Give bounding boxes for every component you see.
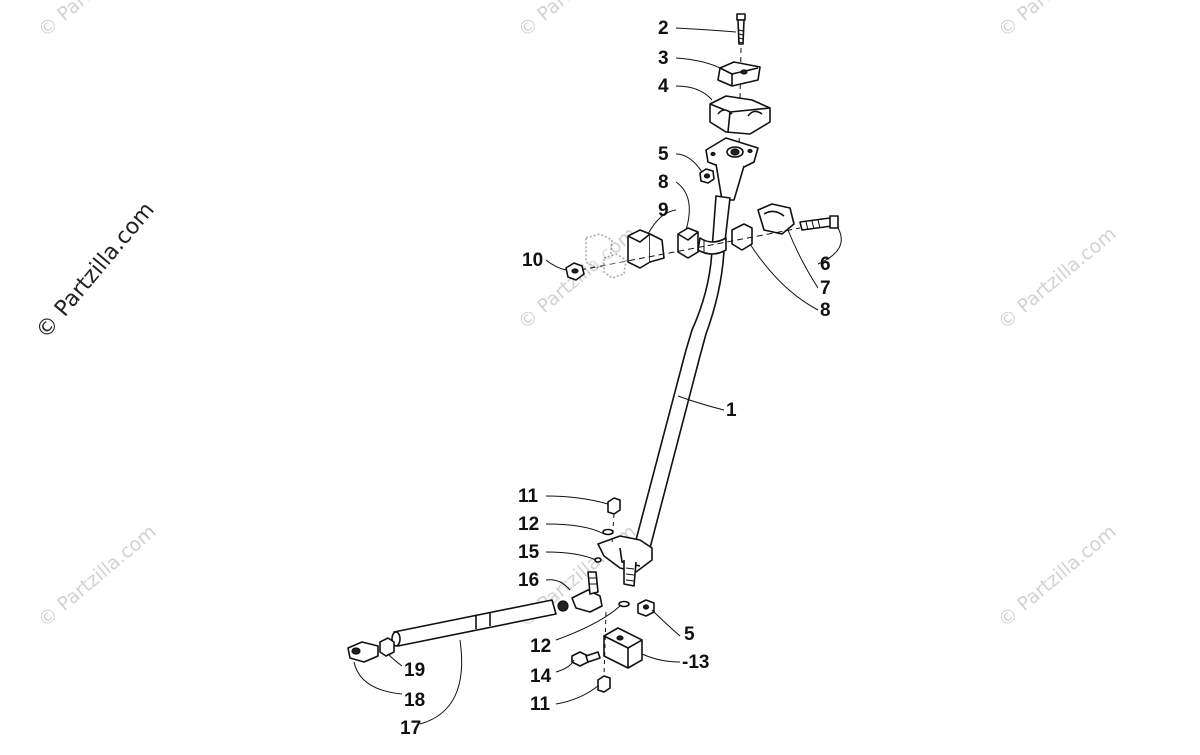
callout-label: 4: [658, 76, 669, 97]
washer-12-lower-icon: [618, 600, 630, 608]
callout-label: 16: [518, 570, 539, 591]
callout-label: 2: [658, 18, 669, 39]
clamp-block-9-icon: [627, 229, 665, 269]
nut-11-upper-icon: [607, 497, 621, 515]
callout-label: 12: [518, 514, 539, 535]
callout-label: 10: [522, 250, 543, 271]
callout-label: 3: [658, 48, 669, 69]
watermark-main: © Partzilla.com: [31, 198, 159, 344]
callout-labels: 2 3 4 5 8 9 10 6 7 8 1 11 12 15 16 12 5 …: [400, 18, 831, 739]
watermark-faint: © Partzilla.com: [994, 223, 1120, 334]
callout-label: 8: [658, 172, 669, 193]
steering-post-1-icon: [635, 195, 731, 549]
watermark-faint: © Partzilla.com: [34, 521, 160, 632]
callout-label: 18: [404, 690, 425, 711]
leader-lines: [353, 27, 842, 725]
callout-label: 11: [518, 486, 539, 507]
callout-label: 15: [518, 542, 540, 563]
watermark-faint: © Partzilla.com: [34, 0, 160, 42]
bolt-14-icon: [571, 651, 601, 667]
callout-label: 7: [820, 278, 831, 299]
bolt-6-icon: [799, 215, 839, 231]
callout-label: 8: [820, 300, 831, 321]
callout-label: 14: [530, 666, 552, 687]
bolt-2-icon: [736, 13, 746, 45]
ghost-parts-icon: [585, 233, 627, 279]
callout-label: 19: [404, 660, 425, 681]
callout-label: 5: [684, 624, 695, 645]
callout-label: 5: [658, 144, 669, 165]
steering-post-top-plate-icon: [705, 137, 759, 201]
jam-nut-19-icon: [379, 637, 395, 657]
bushing-8-left-icon: [677, 227, 699, 259]
clamp-7-icon: [757, 203, 795, 235]
tie-rod-end-18-icon: [347, 641, 379, 663]
callout-label: 11: [530, 694, 551, 715]
callout-label: 6: [820, 254, 831, 275]
callout-label: 12: [530, 636, 551, 657]
tie-rod-end-16-icon: [557, 571, 603, 613]
steering-assembly-drawing: [347, 13, 839, 693]
callout-label: 9: [658, 200, 669, 221]
bushing-8-right-icon: [731, 223, 753, 251]
washer-12-upper-icon: [602, 528, 614, 536]
nut-11-lower-icon: [597, 675, 611, 693]
handlebar-clamp-4-icon: [709, 95, 771, 135]
nut-10-icon: [565, 262, 585, 281]
nut-5-icon: [699, 168, 715, 184]
callout-label: -13: [682, 652, 709, 673]
bracket-13-icon: [603, 627, 643, 669]
nut-5-lower-icon: [637, 599, 655, 617]
callout-label: 1: [726, 400, 737, 421]
watermark-faint: © Partzilla.com: [994, 0, 1120, 42]
clamp-cap-3-icon: [717, 61, 761, 87]
watermark-faint: © Partzilla.com: [994, 521, 1120, 632]
faint-watermarks: © Partzilla.com © Partzilla.com © Partzi…: [34, 0, 1120, 632]
callout-label: 17: [400, 718, 421, 739]
watermark-faint: © Partzilla.com: [514, 0, 640, 42]
pitman-arm-icon: [597, 535, 653, 587]
